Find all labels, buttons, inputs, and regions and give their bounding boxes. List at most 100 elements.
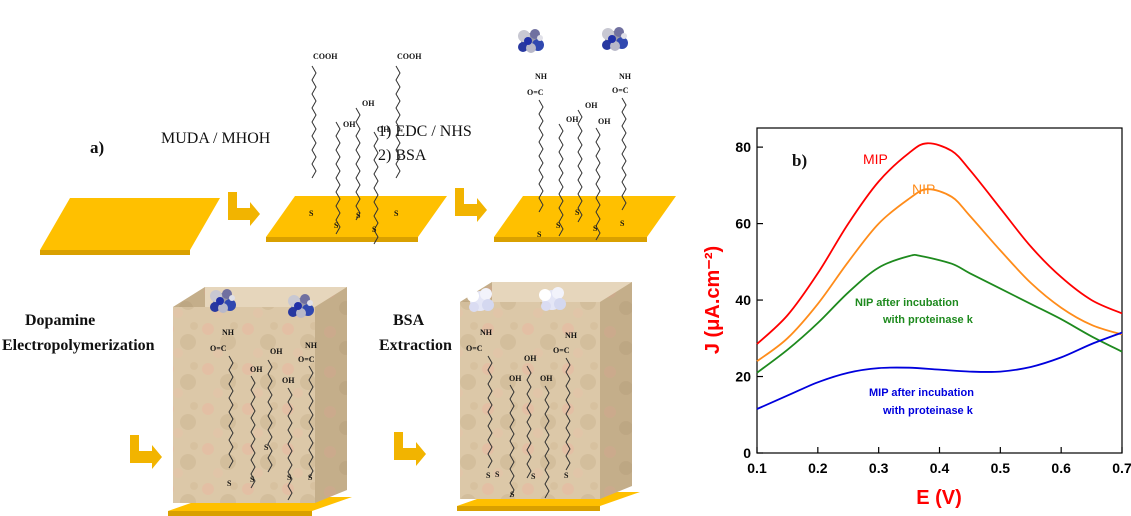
annotation-mip-incubation-line2: with proteinase k [882, 405, 974, 417]
gold-substrate-bare [40, 198, 220, 255]
annotation-nip: NIP [912, 181, 935, 197]
y-tick-label: 80 [735, 139, 751, 155]
gold-substrate-sam [266, 196, 447, 242]
chem-s-15: S [308, 473, 313, 482]
y-tick-label: 60 [735, 216, 751, 232]
chem-oh-12: OH [540, 374, 553, 383]
chem-nh-4: NH [305, 341, 318, 350]
chem-cooh-1: COOH [313, 52, 338, 61]
chem-nh-3: NH [222, 328, 235, 337]
x-axis-title: E (V) [916, 487, 962, 509]
bsa-cavity-icon [467, 288, 494, 312]
chem-oh-2: OH [362, 99, 375, 108]
x-tick-label: 0.1 [747, 460, 767, 476]
chem-s-13: S [264, 443, 269, 452]
panel-a: a) MUDA / MHOH 1) EDC / NHS 2) BSA Dopam… [2, 27, 676, 516]
bsa-cavity-icon [539, 287, 566, 311]
series-lines [756, 142, 1123, 410]
chem-nh-6: NH [565, 331, 578, 340]
chem-nh-5: NH [480, 328, 493, 337]
chem-oc-4: O=C [298, 355, 315, 364]
step2-label-line2: 2) BSA [378, 147, 427, 164]
y-axis-title: J (μA.cm⁻²) [702, 246, 724, 354]
step3-label-line2: Electropolymerization [2, 337, 155, 354]
step4-label-line1: BSA [393, 312, 425, 329]
chem-oh-3: OH [377, 125, 390, 134]
chem-s-3: S [356, 211, 361, 220]
y-axis-ticks: 0 20 40 60 80 [735, 139, 763, 461]
chem-oc-6: O=C [553, 346, 570, 355]
series-line-3 [756, 331, 1123, 410]
panel-a-label: a) [90, 138, 104, 157]
polymer-block-with-bsa: NH O=C NH O=C OH OH OH S S S S S [168, 287, 352, 516]
x-tick-label: 0.2 [808, 460, 828, 476]
step1-label: MUDA / MHOH [161, 130, 271, 147]
x-tick-label: 0.4 [930, 460, 950, 476]
chem-oh-6: OH [598, 117, 611, 126]
annotation-mip: MIP [863, 151, 888, 167]
arrow-step4-icon [394, 432, 426, 466]
chem-nh-1: NH [535, 72, 548, 81]
chem-oh-7: OH [250, 365, 263, 374]
arrow-step2-icon [455, 188, 487, 222]
arrow-step3-icon [130, 435, 162, 469]
chem-cooh-2: COOH [397, 52, 422, 61]
step4-label-line2: Extraction [379, 337, 452, 354]
chem-oc-5: O=C [466, 344, 483, 353]
x-tick-label: 0.6 [1051, 460, 1071, 476]
chem-s-18: S [510, 490, 515, 499]
chem-s-1: S [309, 209, 314, 218]
panel-b-label: b) [792, 151, 807, 170]
polymer-block-extracted: NH O=C NH O=C OH OH OH S S S S S [457, 282, 640, 511]
chem-s-5: S [394, 209, 399, 218]
arrow-step1-icon [228, 192, 260, 226]
series-line-0 [756, 142, 1123, 345]
chem-s-14: S [287, 473, 292, 482]
chem-oh-9: OH [282, 376, 295, 385]
chem-oh-8: OH [270, 347, 283, 356]
chem-oc-2: O=C [612, 86, 629, 95]
sam-monolayer: COOH COOH OH OH OH S S S S S [309, 52, 422, 245]
x-axis-ticks: 0.1 0.2 0.3 0.4 0.5 0.6 0.7 [747, 447, 1131, 476]
chem-s-7: S [556, 221, 561, 230]
x-tick-label: 0.7 [1112, 460, 1131, 476]
bsa-protein-icon [518, 29, 544, 53]
annotation-mip-incubation-line1: MIP after incubation [869, 387, 974, 399]
chem-s-4: S [372, 225, 377, 234]
chem-oh-11: OH [524, 354, 537, 363]
gold-substrate-bsa [494, 196, 676, 242]
chem-oh-5: OH [585, 101, 598, 110]
chem-s-10: S [620, 219, 625, 228]
chem-s-19: S [531, 472, 536, 481]
x-tick-label: 0.5 [991, 460, 1011, 476]
chem-nh-2: NH [619, 72, 632, 81]
step2-label-line1: 1) EDC / NHS [378, 123, 472, 140]
bsa-protein-icon [602, 27, 628, 51]
chem-oh-1: OH [343, 120, 356, 129]
series-line-2 [756, 254, 1123, 374]
chem-oc-3: O=C [210, 344, 227, 353]
chem-s-9: S [593, 224, 598, 233]
panel-b-chart: b) 0 20 40 60 80 0.1 0.2 0.3 0.4 0.5 0.6 0.7 J (μA… [702, 127, 1131, 509]
chem-oh-4: OH [566, 115, 579, 124]
chem-s-2: S [334, 221, 339, 230]
annotation-nip-incubation-line2: with proteinase k [882, 314, 974, 326]
y-tick-label: 40 [735, 292, 751, 308]
chem-oh-10: OH [509, 374, 522, 383]
chem-oc-1: O=C [527, 88, 544, 97]
chem-s-8: S [575, 208, 580, 217]
x-tick-label: 0.3 [869, 460, 889, 476]
chem-s-17: S [495, 470, 500, 479]
y-tick-label: 0 [743, 445, 751, 461]
bsa-bound-monolayer: NH O=C NH O=C OH OH OH S S S S S [518, 27, 632, 241]
chem-s-6: S [537, 230, 542, 239]
chem-s-16: S [486, 471, 491, 480]
step3-label-line1: Dopamine [25, 312, 95, 329]
chem-s-20: S [564, 471, 569, 480]
y-tick-label: 20 [735, 369, 751, 385]
annotation-nip-incubation-line1: NIP after incubation [855, 297, 959, 309]
series-line-1 [756, 188, 1123, 362]
chem-s-12: S [250, 475, 255, 484]
chem-s-11: S [227, 479, 232, 488]
